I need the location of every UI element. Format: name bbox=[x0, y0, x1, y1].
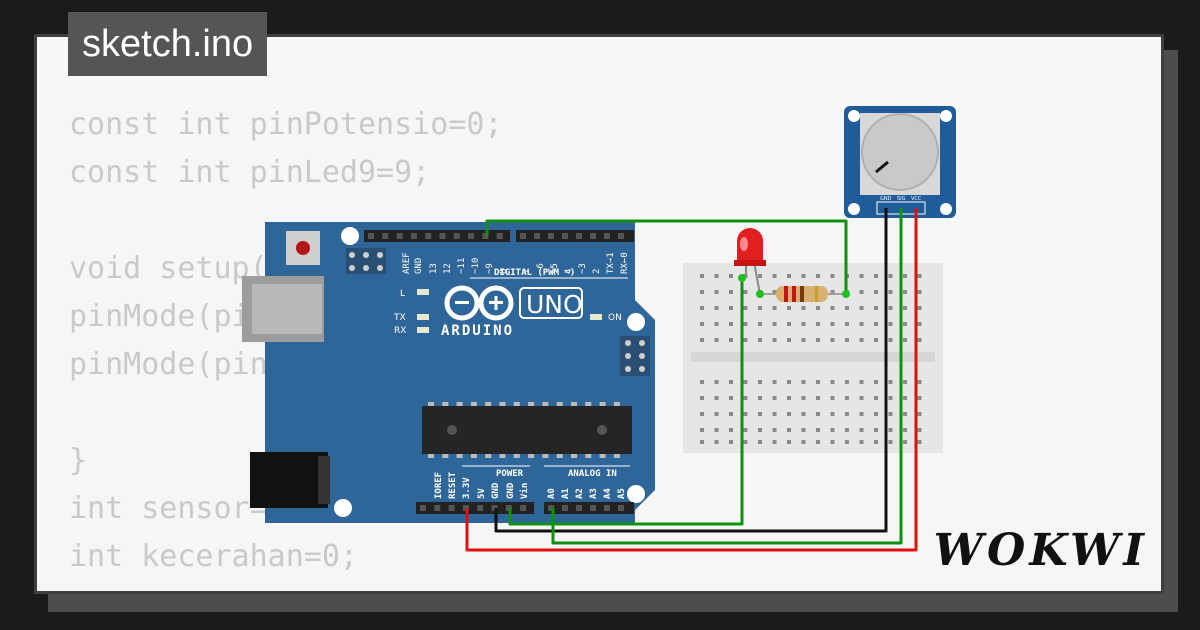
resistor[interactable] bbox=[762, 286, 846, 302]
digital-pin-label: ~11 bbox=[457, 258, 467, 274]
power-pin-label: IOREF bbox=[434, 472, 444, 499]
led-on-label: ON bbox=[608, 313, 622, 323]
digital-pin-label: AREF bbox=[402, 252, 412, 274]
power-pin-label: RESET bbox=[448, 471, 458, 499]
digital-pin-label: 2 bbox=[592, 269, 602, 274]
power-pin-label: GND bbox=[506, 482, 516, 499]
code-line: void loop() { bbox=[69, 581, 557, 591]
power-pin-label: 5V bbox=[477, 488, 487, 499]
digital-pin-label: RX←0 bbox=[620, 252, 630, 274]
power-pin-label: GND bbox=[491, 482, 501, 499]
code-line: void setup() { bbox=[69, 251, 322, 286]
digital-pin-label: 8 bbox=[499, 269, 509, 274]
brand-label: ARDUINO bbox=[441, 323, 514, 339]
power-header bbox=[416, 502, 534, 514]
red-led[interactable] bbox=[734, 228, 766, 295]
reset-button[interactable] bbox=[286, 231, 320, 265]
potentiometer-module[interactable]: GND SIG VCC bbox=[844, 106, 956, 218]
led-l-label: L bbox=[400, 289, 405, 299]
pot-pin-sig: SIG bbox=[897, 196, 906, 202]
analog-label: ANALOG IN bbox=[568, 469, 617, 479]
wokwi-logo: WOKWI bbox=[933, 525, 1148, 576]
code-line: const int pinPotensio=0; bbox=[69, 107, 503, 142]
led-rx-label: RX bbox=[394, 326, 406, 336]
wire-gnd-led[interactable] bbox=[508, 278, 744, 526]
digital-pin-label: 13 bbox=[429, 263, 439, 274]
analog-pin-label: A4 bbox=[603, 488, 613, 499]
digital-pin-label: TX→1 bbox=[606, 252, 616, 274]
digital-pin-label: GND bbox=[414, 258, 424, 274]
pot-pin-gnd: GND bbox=[880, 196, 892, 202]
digital-pin-label: ~6 bbox=[536, 263, 546, 274]
pot-pin-vcc: VCC bbox=[911, 196, 922, 202]
wire-pin9-resistor[interactable] bbox=[485, 219, 848, 294]
led-tx-label: TX bbox=[393, 313, 406, 323]
analog-pin-label: A2 bbox=[575, 488, 585, 499]
analog-pin-label: A1 bbox=[561, 488, 571, 499]
model-label: UNO bbox=[526, 290, 583, 319]
code-line: } bbox=[69, 443, 88, 478]
digital-pin-label: ~3 bbox=[578, 263, 588, 274]
power-pin-label: Vin bbox=[519, 483, 530, 499]
digital-pin-label: 12 bbox=[443, 263, 453, 274]
digital-header-right bbox=[516, 230, 634, 242]
digital-pin-label: ~5 bbox=[550, 263, 560, 274]
wire-a0-pot-sig[interactable] bbox=[551, 208, 903, 545]
code-line: const int pinLed9=9; bbox=[69, 155, 431, 190]
power-label: POWER bbox=[496, 469, 524, 479]
digital-pin-label: 7 bbox=[522, 269, 532, 274]
potentiometer-knob[interactable] bbox=[861, 113, 939, 191]
wire-gnd-pot[interactable] bbox=[494, 208, 888, 533]
arduino-logo bbox=[444, 285, 514, 321]
digital-pin-label: 4 bbox=[564, 269, 574, 274]
file-tab[interactable]: sketch.ino bbox=[68, 12, 268, 76]
digital-pin-label: ~9 bbox=[485, 263, 495, 274]
analog-pin-label: A3 bbox=[589, 488, 599, 499]
power-pin-label: 3.3V bbox=[462, 477, 472, 499]
analog-pin-label: A5 bbox=[617, 488, 627, 499]
digital-pins-label: DIGITAL (PWM ~) bbox=[494, 268, 575, 278]
wires bbox=[465, 208, 918, 552]
wire-5v-pot-vcc[interactable] bbox=[465, 208, 918, 552]
power-jack bbox=[250, 452, 328, 508]
analog-pin-label: A0 bbox=[547, 488, 557, 499]
digital-pin-label: ~10 bbox=[471, 258, 481, 274]
atmega-chip bbox=[422, 402, 632, 458]
code-line: int kecerahan=0; bbox=[69, 539, 358, 574]
